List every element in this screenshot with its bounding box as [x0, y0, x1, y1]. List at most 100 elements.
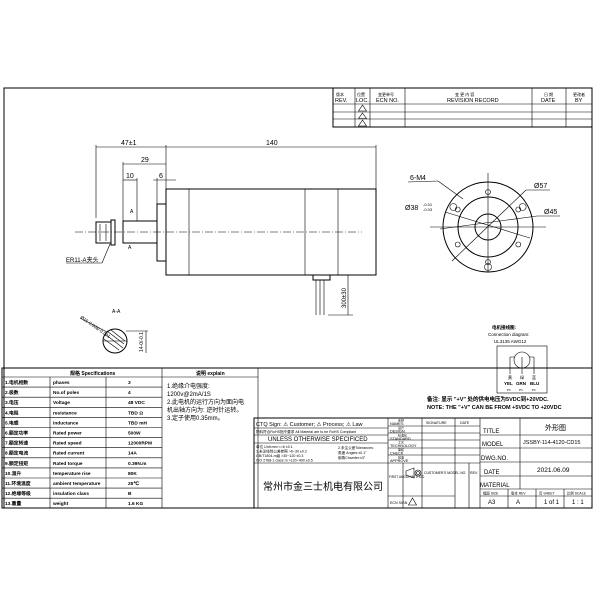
- spec-cell: 2.极数: [5, 389, 19, 396]
- role-label: STANDARD: [390, 437, 411, 441]
- side-view: 47±1 140 29 10 6 A A ER11-A夹头 300±30: [66, 140, 377, 316]
- spec-cell: 14A: [128, 451, 137, 457]
- wire-spec: UL3135 AWG12: [494, 339, 527, 344]
- date-value: 2021.06.09: [537, 467, 570, 474]
- spec-cell: 10.温升: [5, 470, 21, 477]
- section-view: A-A Ø15-0.008/-0.021 14-0/-0.1: [79, 309, 148, 354]
- lead-yel-cn: 黄: [508, 374, 512, 380]
- section-title: A-A: [112, 309, 121, 315]
- connection-title-en: Connection diagram:: [488, 332, 530, 337]
- signature-header: SIGNATURE: [426, 421, 447, 425]
- role-label-cn: 工艺: [398, 440, 404, 445]
- size-header: 版本 REV: [511, 491, 526, 496]
- spec-cell: TBD mH: [128, 420, 147, 426]
- explain-line: 1.绝缘介电强度:: [167, 382, 210, 390]
- collet-label: ER11-A夹头: [66, 256, 99, 264]
- shaft: [122, 220, 158, 244]
- bolt-hole: [454, 241, 461, 248]
- dim-cable-length: 300±30: [342, 287, 348, 308]
- ecn-sign: ECN SIGN: [390, 501, 408, 505]
- lead-yel: YEL: [504, 381, 513, 386]
- bolt-hole: [454, 206, 461, 213]
- model-value: JSSBY-114-4120-CD15: [523, 440, 580, 446]
- title-value: 外形图: [545, 423, 566, 432]
- role-label: TECHNOLOGY: [390, 444, 417, 448]
- role-label: CHECK: [390, 452, 404, 456]
- spec-cell: 500W: [128, 431, 141, 437]
- role-label: APPROVE: [390, 459, 409, 463]
- pilot-tol-lower: -0.03: [423, 207, 433, 212]
- by-header-cn: 更改者: [573, 91, 585, 97]
- role-label-cn: 名称: [398, 418, 404, 423]
- dim-6: 6: [159, 173, 163, 180]
- bolt-circle-diameter: Ø45: [544, 209, 557, 216]
- date-col-header: DATE: [460, 421, 470, 425]
- section-mark-bottom: A: [128, 245, 132, 251]
- spec-cell: 5.电感: [5, 419, 19, 426]
- model-label: MODEL: [482, 442, 504, 448]
- role-label-cn: 设计: [398, 425, 404, 430]
- mount-hole: [484, 263, 492, 271]
- role-label: DESIGN: [390, 429, 405, 433]
- section-mark-top: A: [130, 209, 134, 215]
- size-header: 比例 SCALE: [567, 491, 587, 496]
- first-angle-method: FIRST ANGLE METHOD: [389, 475, 425, 479]
- ecn-header-cn: 变更单号: [378, 91, 394, 97]
- date-header-cn: 日 期: [544, 91, 553, 97]
- lead-grn-cn: 绿: [520, 374, 524, 380]
- tolerance-line: GB/T1804-m级 >30~120 ±0.3: [256, 453, 303, 458]
- spec-cell: 9.额定扭矩: [5, 460, 28, 467]
- material-label: MATERIAL: [480, 483, 510, 489]
- spec-cell: Rated power: [53, 431, 82, 437]
- by-header: BY: [575, 98, 583, 104]
- tolerance-note: 角度 Angles:±0.1°: [338, 450, 367, 455]
- size-header: 页 SHEET: [539, 492, 555, 496]
- collet-nut: [95, 221, 112, 244]
- spec-cell: 3: [128, 380, 131, 386]
- note-en: NOTE: THE "+V" CAN BE FROM +5VDC TO +20V…: [427, 405, 562, 411]
- record-header: REVISION RECORD: [447, 98, 499, 104]
- phase-label-3: Ph: [532, 388, 536, 392]
- pilot-tol-upper: -0.01: [423, 202, 433, 207]
- ctq-sign: CTQ Sign: ⚠ Customer; ⚠ Process; ⚠ Law: [256, 421, 363, 428]
- explain-line: 3.定子使用0.35mm。: [167, 414, 224, 422]
- rev-header-cn: 版本: [336, 91, 344, 97]
- spec-cell: Rated speed: [53, 441, 82, 447]
- loc-header: LOC.: [356, 98, 369, 104]
- section-diameter: Ø15-0.008/-0.021: [79, 315, 111, 340]
- spec-cell: weight: [52, 501, 69, 507]
- mount-hole: [449, 203, 458, 211]
- connection-diagram: 电机接线图: Connection diagram: UL3135 AWG12 …: [426, 324, 562, 411]
- explain-line: 机出轴方向为: 逆时针运转。: [167, 406, 242, 414]
- record-header-cn: 变 更 内 容: [455, 91, 474, 97]
- rev-header: REV.: [335, 98, 348, 104]
- spec-cell: B: [128, 491, 132, 497]
- role-label: NAMES: [390, 422, 404, 426]
- dim-10: 10: [126, 173, 134, 180]
- date-header: DATE: [541, 98, 556, 104]
- section-flat: 14-0/-0.1: [139, 332, 145, 352]
- tolerance-line: ISO 2768-1 class m >120~400 ±0.5: [256, 459, 313, 463]
- bolt-hole: [515, 206, 522, 213]
- rohs-note: 物料符合RoHS指令要求 All Material are to be RoHS…: [256, 429, 356, 434]
- loc-header-cn: 位置: [357, 91, 365, 97]
- holes-label: 6-M4: [410, 175, 426, 182]
- outer-diameter: Ø57: [534, 183, 547, 190]
- front-view: 6-M4 Ø38 -0.01 -0.03 Ø57 Ø45: [405, 173, 560, 273]
- spec-cell: No.of poles: [53, 390, 79, 396]
- spec-cell: 12000RPM: [128, 441, 152, 447]
- lead-grn: GRN: [516, 381, 526, 386]
- warning-triangle-icon: [407, 497, 418, 506]
- spec-cell: 4.电阻: [5, 409, 19, 416]
- tolerance-line: 1.未注线性公差参照 >6~30 ±0.2: [256, 449, 307, 454]
- cable-gland: [312, 274, 331, 281]
- dim-47: 47±1: [121, 140, 137, 147]
- bolt-hole: [485, 259, 491, 265]
- role-label-cn: 标准化: [398, 432, 407, 437]
- first-angle-projection-icon: [405, 467, 422, 479]
- spec-cell: 1.6 KG: [128, 501, 143, 507]
- spec-cell: 25℃: [128, 480, 139, 487]
- spec-cell: 4: [128, 390, 131, 396]
